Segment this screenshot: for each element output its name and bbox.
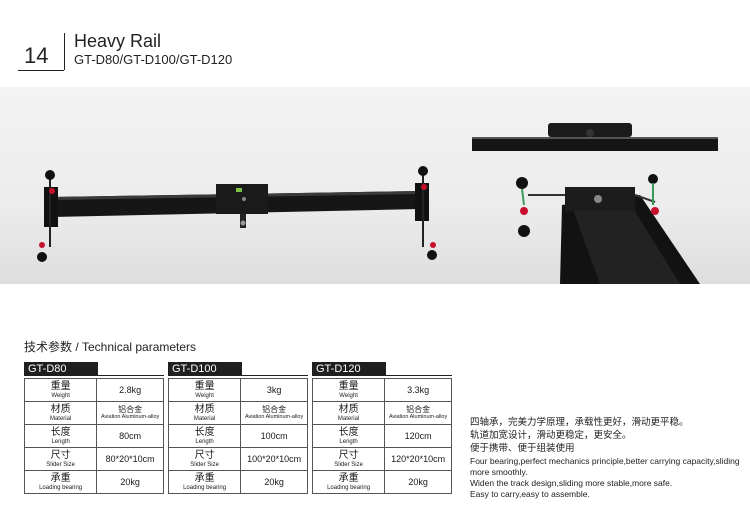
row-label-zh: 材质 xyxy=(338,403,359,415)
row-value: 120cm xyxy=(384,424,452,448)
page-number: 14 xyxy=(24,43,49,68)
row-label-zh: 承重 xyxy=(338,472,359,484)
row-value-zh: 铝合金 xyxy=(262,405,287,414)
page-number-rule xyxy=(18,70,64,71)
spec-tab-rule xyxy=(312,375,452,376)
description-line: Easy to carry,easy to assemble. xyxy=(470,489,590,499)
description-line: 便于携带、便于组装使用 xyxy=(470,443,575,454)
row-label-zh: 重量 xyxy=(338,380,359,392)
row-value: 3.3kg xyxy=(384,378,452,402)
row-label-zh: 长度 xyxy=(194,426,215,438)
row-label-en: Material xyxy=(49,415,72,422)
spec-model-tab: GT-D80 xyxy=(24,362,98,376)
row-label-zh: 尺寸 xyxy=(338,449,359,461)
page-header: 14 Heavy Rail GT-D80/GT-D100/GT-D120 xyxy=(0,0,750,75)
row-value: 20kg xyxy=(96,470,164,494)
description-line: 轨道加宽设计，滑动更稳定，更安全。 xyxy=(470,430,632,441)
row-value-en: Aviation Aluminum-alloy xyxy=(100,414,160,420)
row-label-en: Loading bearing xyxy=(183,484,227,491)
row-value-en: Aviation Aluminum-alloy xyxy=(388,414,448,420)
row-label-en: Loading bearing xyxy=(39,484,83,491)
row-label-en: Slider Size xyxy=(190,461,219,468)
row-label-en: Length xyxy=(51,438,70,445)
row-value-zh: 铝合金 xyxy=(406,405,431,414)
rail-closeup xyxy=(516,174,700,284)
row-label-zh: 重量 xyxy=(50,380,71,392)
header-divider xyxy=(64,33,65,70)
description-line: Four bearing,perfect mechanics principle… xyxy=(470,456,740,477)
row-label-zh: 材质 xyxy=(194,403,215,415)
row-value: 100*20*10cm xyxy=(240,447,308,471)
description-chinese: 四轴承，完美力学原理，承载性更好，滑动更平稳。 轨道加宽设计，滑动更稳定，更安全… xyxy=(470,416,740,455)
row-label-en: Loading bearing xyxy=(327,484,371,491)
row-value-zh: 铝合金 xyxy=(118,405,143,414)
description-line: 四轴承，完美力学原理，承载性更好，滑动更平稳。 xyxy=(470,417,689,428)
row-label-zh: 材质 xyxy=(50,403,71,415)
row-value: 20kg xyxy=(240,470,308,494)
row-label-en: Length xyxy=(339,438,358,445)
row-label-en: Slider Size xyxy=(46,461,75,468)
row-value: 2.8kg xyxy=(96,378,164,402)
spec-tab-rule xyxy=(24,375,164,376)
spec-model-tab: GT-D100 xyxy=(168,362,242,376)
page-title: Heavy Rail xyxy=(74,31,162,51)
rail-side-view xyxy=(472,123,718,151)
description-line: Widen the track design,sliding more stab… xyxy=(470,478,673,488)
row-label-en: Weight xyxy=(195,392,214,399)
main-rail xyxy=(37,166,437,262)
row-value: 20kg xyxy=(384,470,452,494)
row-value-en: Aviation Aluminum-alloy xyxy=(244,414,304,420)
row-label-en: Weight xyxy=(339,392,358,399)
row-label-en: Length xyxy=(195,438,214,445)
row-label-en: Weight xyxy=(51,392,70,399)
row-value: 100cm xyxy=(240,424,308,448)
row-label-zh: 尺寸 xyxy=(194,449,215,461)
description-english: Four bearing,perfect mechanics principle… xyxy=(470,456,745,500)
row-label-en: Material xyxy=(193,415,216,422)
page-subtitle: GT-D80/GT-D100/GT-D120 xyxy=(74,52,233,67)
row-value: 80*20*10cm xyxy=(96,447,164,471)
spec-model-tab: GT-D120 xyxy=(312,362,386,376)
row-label-zh: 长度 xyxy=(338,426,359,438)
row-label-zh: 承重 xyxy=(50,472,71,484)
row-label-zh: 承重 xyxy=(194,472,215,484)
row-value: 80cm xyxy=(96,424,164,448)
slider-rail-illustration xyxy=(37,123,718,284)
row-value: 120*20*10cm xyxy=(384,447,452,471)
row-value: 3kg xyxy=(240,378,308,402)
row-label-zh: 尺寸 xyxy=(50,449,71,461)
row-label-zh: 重量 xyxy=(194,380,215,392)
product-photo-band xyxy=(0,87,750,284)
row-label-en: Slider Size xyxy=(334,461,363,468)
spec-tab-rule xyxy=(168,375,308,376)
section-title: 技术参数 / Technical parameters xyxy=(24,340,197,354)
row-label-zh: 长度 xyxy=(50,426,71,438)
row-label-en: Material xyxy=(337,415,360,422)
